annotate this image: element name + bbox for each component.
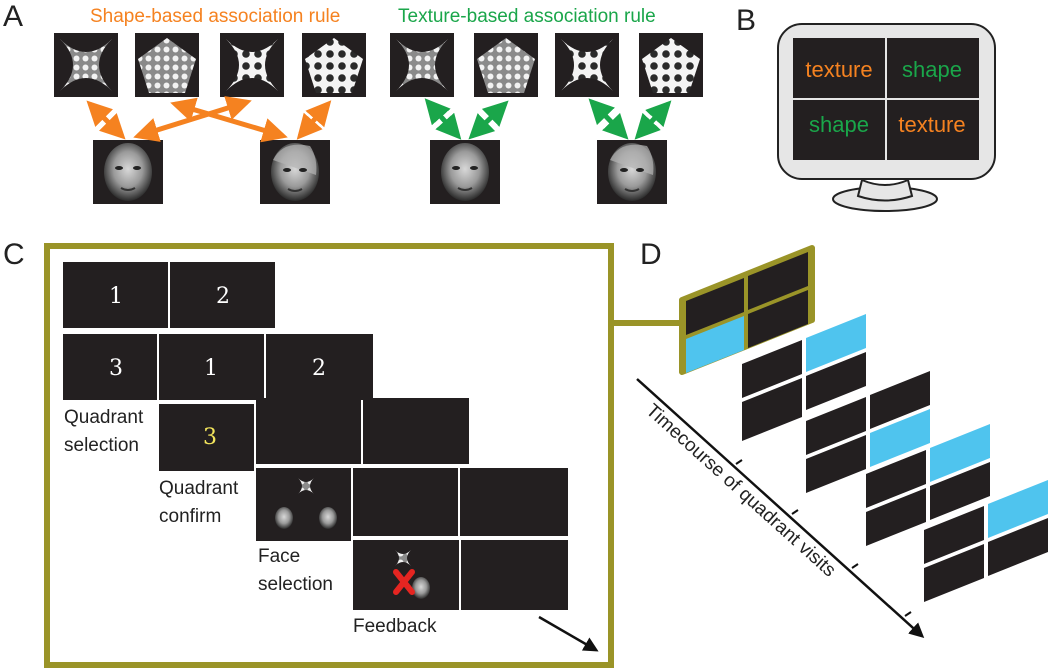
monitor-icon: [777, 23, 996, 212]
visit-quadrant: [924, 506, 984, 564]
monitor-quadrant-top-right: shape: [902, 57, 962, 82]
visit-quadrant-active: [686, 316, 744, 373]
stimulus-astroid-small-dots: [390, 33, 454, 97]
label-quadrant-selection-1: Quadrant: [64, 407, 144, 428]
screen-grid2-q1: [159, 334, 264, 400]
screen-confirm: [159, 404, 254, 471]
stimulus-pentagon-big-dots: [302, 33, 366, 97]
grid1-number-1: 1: [109, 284, 123, 309]
mini-stimulus: [395, 550, 411, 566]
panel-letter-b: B: [736, 4, 756, 37]
stimulus-pentagon-small-dots: [135, 33, 199, 97]
visit-quadrant-active: [870, 409, 930, 467]
face-image-1: [93, 140, 163, 204]
visit-quadrant: [866, 450, 926, 508]
stimulus-astroid-small-dots: [54, 33, 118, 97]
panel-d: D Timec: [636, 238, 1048, 639]
visit-quadrant: [988, 518, 1048, 576]
mini-face-1: [275, 507, 293, 529]
grid1-number-2: 2: [216, 284, 230, 309]
grid2-number-2: 2: [312, 356, 326, 381]
panel-a: A Shape-based association rule Texture-b…: [3, 0, 703, 204]
visit-quadrant: [806, 435, 866, 493]
panel-b: B texture shape shape texture: [736, 4, 996, 212]
timeline-ticks: [735, 459, 912, 617]
grid1-number-3: 3: [109, 356, 123, 381]
visit-quadrant: [686, 278, 744, 335]
visit-quadrant: [930, 462, 990, 520]
progression-arrow: [538, 615, 599, 652]
error-x-icon: [393, 569, 415, 595]
face-image-1: [430, 140, 500, 204]
visit-quadrant: [866, 488, 926, 546]
screen-blank-4: [460, 468, 568, 536]
confirm-number: 3: [203, 425, 217, 450]
stimulus-astroid-big-dots: [555, 33, 619, 97]
stimulus-pentagon-big-dots: [639, 33, 703, 97]
trial-frame: [44, 243, 614, 668]
panel-letter-c: C: [3, 238, 25, 271]
visit-quadrant: [806, 352, 866, 410]
label-face-selection-2: selection: [258, 574, 333, 595]
panel-letter-a: A: [3, 0, 23, 33]
screen-grid1-q1: [63, 262, 168, 328]
panel-c: C 1 2 3 1 2 Quadrant selection 3 Quadran…: [3, 238, 680, 668]
stimulus-astroid-big-dots: [220, 33, 284, 97]
screen-grid2-q2: [266, 334, 373, 400]
visit-quadrant: [870, 371, 930, 429]
face-image-2: [260, 140, 330, 204]
screen-blank-5: [461, 540, 568, 610]
label-quadrant-confirm-1: Quadrant: [159, 478, 239, 499]
screen-grid1-q3: [63, 334, 157, 400]
mini-stimulus: [298, 478, 314, 494]
panel-letter-d: D: [640, 238, 662, 271]
screen-blank-3: [353, 468, 458, 536]
label-quadrant-selection-2: selection: [64, 435, 139, 456]
label-feedback: Feedback: [353, 616, 437, 637]
screen-blank-2: [363, 398, 469, 464]
face-image-2: [597, 140, 667, 204]
texture-association-arrows: [424, 98, 672, 140]
visit-quadrant: [924, 544, 984, 602]
mini-face-2: [412, 577, 430, 599]
monitor-quadrant-bottom-right: texture: [898, 112, 965, 137]
monitor-quadrant-bottom-left: shape: [809, 112, 869, 137]
screen-face-selection: [256, 468, 351, 541]
label-face-selection-1: Face: [258, 546, 300, 567]
timeline-arrow: [636, 378, 925, 639]
visit-quadrant: [748, 290, 808, 348]
shape-rule-title: Shape-based association rule: [90, 6, 340, 27]
visit-quadrant: [748, 252, 808, 310]
texture-rule-title: Texture-based association rule: [398, 6, 656, 27]
grid2-number-1: 1: [204, 356, 218, 381]
visit-quadrant-active: [988, 480, 1048, 538]
screen-grid1-q2: [170, 262, 275, 328]
label-quadrant-confirm-2: confirm: [159, 506, 221, 527]
shape-association-arrows: [86, 96, 332, 143]
visit-quadrant: [742, 383, 802, 441]
visit-quadrant-active: [806, 314, 866, 372]
stimulus-pentagon-small-dots: [474, 33, 538, 97]
visit-quadrant-active: [930, 424, 990, 482]
screen-blank-1: [256, 398, 361, 464]
visit-quadrant: [742, 340, 802, 398]
monitor-quadrant-top-left: texture: [805, 57, 872, 82]
mini-face-2: [319, 507, 337, 529]
visit-quadrant: [806, 397, 866, 455]
